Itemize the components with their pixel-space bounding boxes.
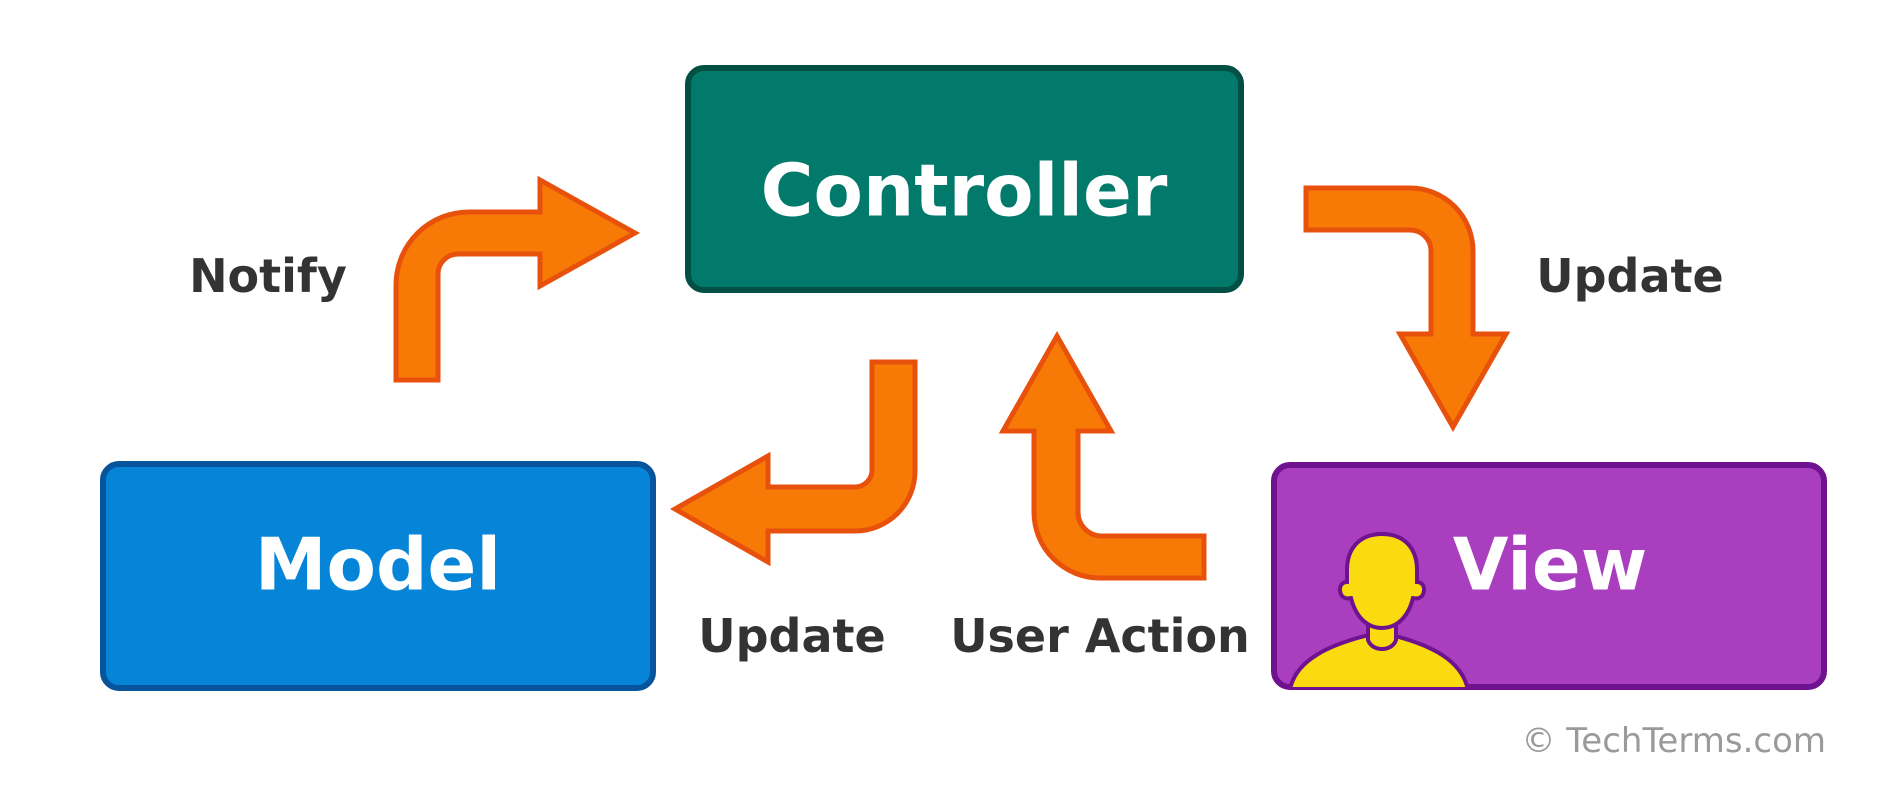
update-view-arrow xyxy=(1303,185,1511,433)
view-box xyxy=(1271,462,1827,690)
user-action-label: User Action xyxy=(950,609,1250,663)
update-model-label: Update xyxy=(698,609,885,663)
user-action-arrow xyxy=(998,330,1207,581)
view-node: View xyxy=(1271,462,1827,690)
credit-text: © TechTerms.com xyxy=(1521,721,1826,761)
user-icon xyxy=(1287,531,1471,687)
notify-label: Notify xyxy=(189,249,347,303)
controller-node: Controller xyxy=(685,65,1244,293)
model-label: Model xyxy=(255,523,501,607)
view-label: View xyxy=(1453,523,1647,607)
update-model-arrow xyxy=(669,359,918,567)
model-box xyxy=(100,461,656,691)
model-node: Model xyxy=(100,461,656,691)
controller-label: Controller xyxy=(761,149,1168,233)
update-view-label: Update xyxy=(1536,249,1723,303)
arrows xyxy=(393,175,1511,581)
controller-box xyxy=(685,65,1244,293)
notify-arrow xyxy=(393,175,641,383)
